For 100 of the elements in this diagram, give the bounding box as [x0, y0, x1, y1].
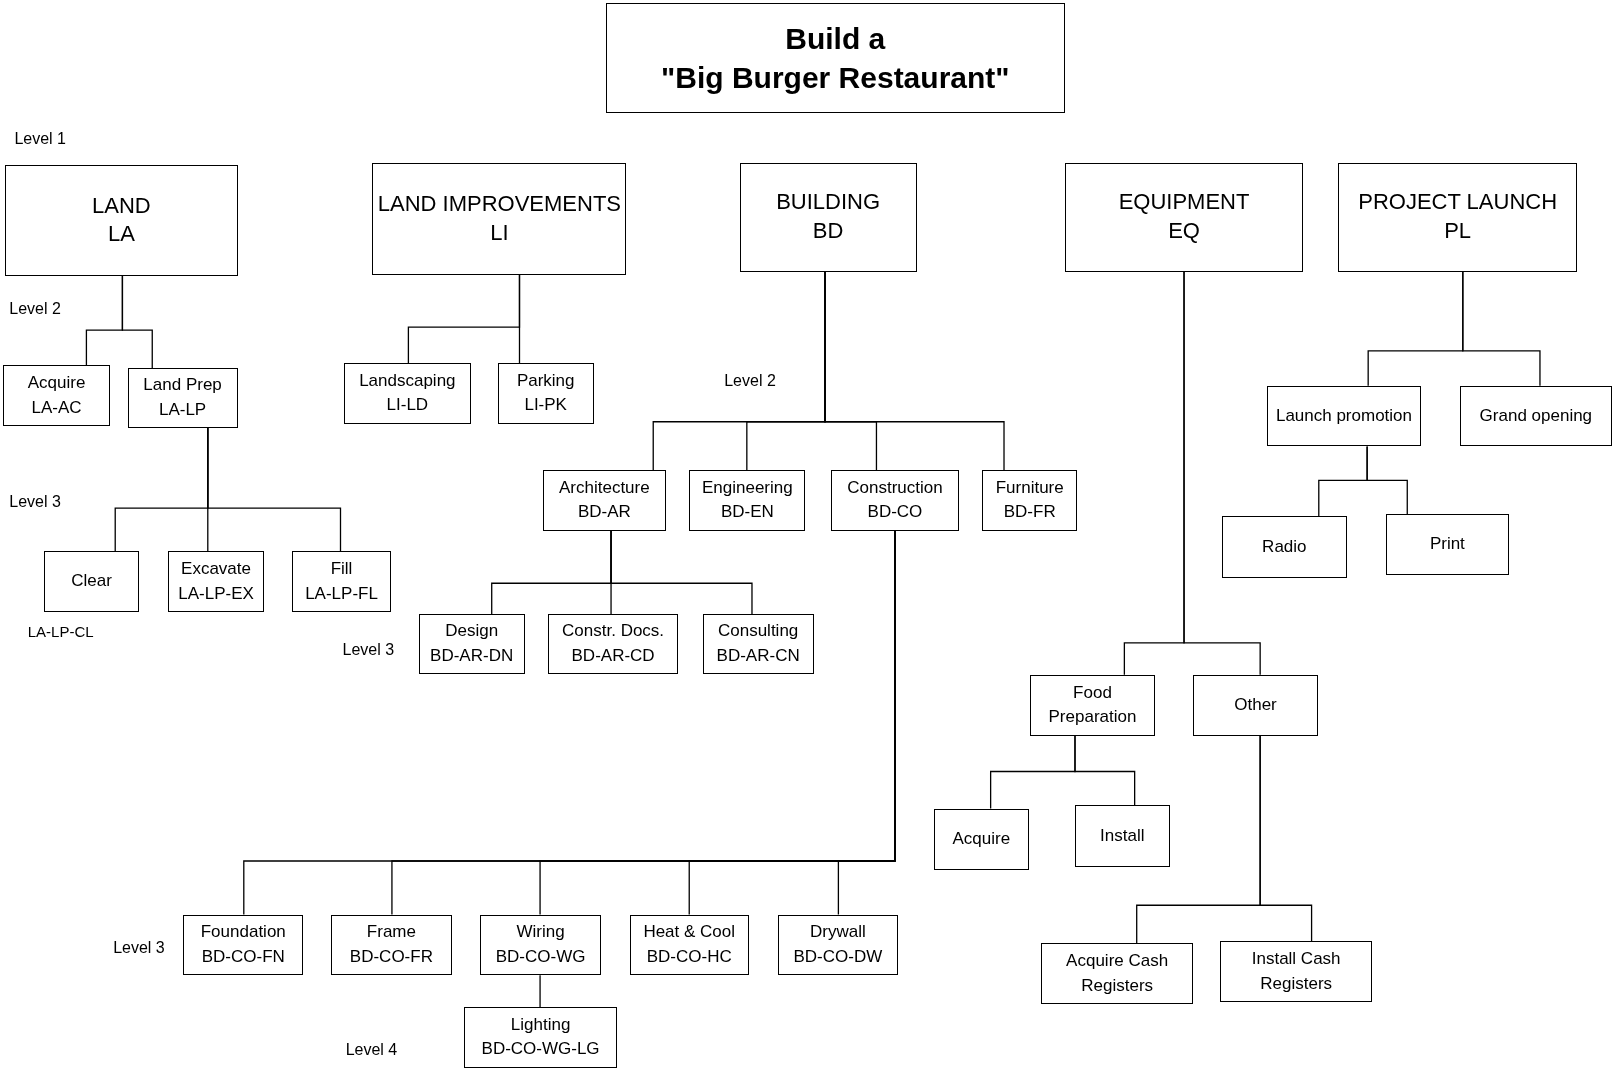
wbs-box	[167, 551, 265, 613]
connector-line	[1366, 445, 1408, 515]
box-label: Parking	[516, 369, 575, 392]
box-label: Print	[1429, 533, 1465, 556]
level-label: Level 1	[14, 129, 66, 148]
wbs-code: LI-LD	[386, 394, 429, 417]
wbs-code: BD-AR	[577, 501, 631, 524]
wbs-code: LA	[107, 220, 135, 249]
wbs-code: LA-LP	[158, 399, 207, 422]
title-box	[605, 3, 1065, 114]
connector-line	[539, 974, 541, 1008]
box-label: BUILDING	[776, 188, 881, 217]
box-label: Drywall	[810, 921, 866, 944]
wbs-box	[343, 363, 472, 424]
wbs-box	[3, 365, 111, 426]
box-label: Construction	[847, 476, 943, 499]
wbs-box	[1267, 385, 1421, 447]
wbs-box	[480, 914, 601, 976]
wbs-box	[689, 470, 806, 531]
wbs-code: BD-FR	[1003, 501, 1056, 524]
wbs-box	[5, 164, 238, 276]
wbs-box	[1459, 385, 1612, 447]
wbs-code: LA-LP-EX	[178, 582, 254, 605]
box-label: Landscaping	[359, 369, 456, 392]
wbs-code: BD	[812, 217, 844, 246]
box-label: Lighting	[510, 1013, 571, 1036]
wbs-code: LI-PK	[524, 394, 567, 417]
box-label: Land Prep	[143, 374, 222, 397]
box-label: Acquire	[27, 371, 86, 394]
box-label: PROJECT LAUNCH	[1358, 188, 1558, 217]
box-label: Launch promotion	[1275, 404, 1412, 427]
box-label: Furniture	[995, 476, 1064, 499]
wbs-box	[183, 914, 304, 976]
box-label: Radio	[1262, 535, 1307, 558]
wbs-box	[629, 914, 749, 976]
wbs-code: EQ	[1168, 217, 1200, 246]
wbs-code: BD-CO-WG	[495, 945, 586, 968]
wbs-code: BD-AR-CN	[716, 644, 800, 667]
box-label: Engineering	[701, 476, 793, 499]
wbs-box	[831, 470, 959, 531]
wbs-code: LA-AC	[31, 396, 82, 419]
box-label: Consulting	[717, 620, 799, 643]
wbs-box	[463, 1007, 618, 1068]
wbs-box	[418, 614, 525, 674]
level-label: Level 3	[113, 939, 165, 958]
box-label: LAND	[92, 191, 151, 220]
level-label: Level 2	[9, 300, 61, 319]
level-label: Level 4	[345, 1041, 398, 1060]
box-label: Acquire Cash Registers	[1065, 950, 1170, 997]
wbs-code: PL	[1444, 217, 1472, 246]
wbs-box	[543, 470, 666, 531]
wbs-box	[1338, 162, 1577, 272]
box-label: Heat & Cool	[643, 921, 736, 944]
box-label: Acquire	[952, 828, 1011, 851]
wbs-box	[127, 368, 238, 428]
wbs-code: BD-CO-FR	[349, 945, 433, 968]
box-label: Other	[1234, 693, 1277, 716]
connector-line	[518, 274, 521, 364]
wbs-code: BD-CO-FN	[201, 945, 285, 968]
box-label: Install Cash Registers	[1250, 947, 1342, 995]
wbs-box	[1029, 674, 1156, 736]
box-label: Design	[445, 620, 499, 643]
wbs-code: BD-AR-CD	[571, 644, 655, 667]
title-text: "Big Burger Restaurant"	[661, 60, 1010, 97]
wbs-box	[331, 914, 452, 976]
wbs-code: BD-CO-WG-LG	[481, 1038, 600, 1061]
wbs-box	[548, 614, 678, 674]
wbs-box	[44, 551, 139, 613]
wbs-box	[777, 914, 899, 976]
wbs-box	[1385, 514, 1510, 576]
box-label: Frame	[366, 921, 416, 944]
wbs-box	[1222, 516, 1347, 579]
wbs-box	[497, 363, 594, 424]
wbs-code: LA-LP-CL	[27, 623, 94, 641]
connector-line	[824, 270, 1005, 471]
wbs-code: LI	[490, 218, 509, 247]
box-label: Foundation	[200, 921, 286, 944]
wbs-box	[934, 808, 1029, 871]
level-label: Level 3	[342, 640, 395, 659]
wbs-code: BD-CO	[867, 501, 923, 524]
box-label: Grand opening	[1479, 404, 1593, 427]
box-label: Wiring	[516, 921, 565, 944]
wbs-box	[702, 614, 814, 674]
connector-line	[1462, 270, 1541, 387]
connector-line	[1074, 734, 1136, 807]
wbs-code: BD-CO-DW	[793, 945, 883, 968]
box-label: Clear	[71, 570, 112, 593]
box-label: Constr. Docs.	[562, 620, 665, 643]
level-label: Level 2	[724, 372, 776, 391]
wbs-box	[982, 470, 1078, 531]
wbs-code: BD-CO-HC	[646, 945, 732, 968]
wbs-code: BD-AR-DN	[430, 644, 514, 667]
title-text: Build a	[785, 21, 886, 58]
box-label: Fill	[330, 558, 353, 581]
wbs-box	[739, 162, 917, 272]
connector-line	[1183, 270, 1261, 676]
box-label: Install	[1100, 825, 1145, 847]
wbs-box	[1220, 941, 1373, 1002]
connector-line	[207, 427, 342, 553]
wbs-box	[1075, 805, 1170, 868]
